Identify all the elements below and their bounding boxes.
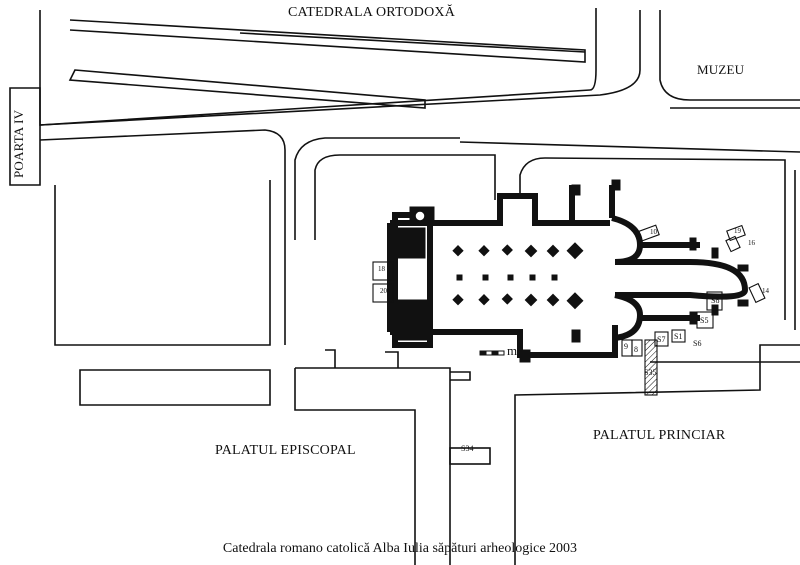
label-cathedral-orthodox: CATEDRALA ORTODOXĂ: [288, 5, 456, 20]
middle-road-right: [314, 154, 496, 240]
trench-label-8: 8: [634, 345, 638, 354]
episcopal-annex: [450, 371, 471, 381]
cathedral-choir-n: [615, 259, 748, 291]
left-block: [54, 180, 271, 346]
scale-unit: m: [507, 343, 518, 358]
trench-s7: [654, 331, 669, 347]
street-outline-top: [39, 8, 597, 126]
left-street: [39, 129, 286, 345]
trench-s10: [638, 224, 660, 242]
street-outline-row2: [239, 32, 586, 53]
tower-stair: [414, 210, 426, 222]
trench-8: [631, 339, 643, 357]
cathedral-choir-s: [615, 288, 748, 300]
scale-bar: [479, 350, 505, 356]
trench-s16: [725, 235, 741, 253]
trench-s34: [449, 447, 491, 465]
episcopal-stub2: [385, 351, 399, 368]
choir-buttresses: [519, 179, 749, 363]
label-museum: MUZEU: [697, 62, 745, 77]
episcopal-main: [295, 367, 451, 565]
trench-label-19: 19: [734, 227, 741, 235]
trench-s8: [706, 291, 723, 311]
north-west-block: [394, 227, 426, 259]
trench-label-s6: S6: [693, 339, 702, 348]
episcopal-stub: [325, 349, 336, 368]
trench-label-9: 9: [624, 342, 628, 351]
right-road: [519, 157, 786, 320]
trench-s5: [696, 311, 714, 329]
middle-road-left: [294, 137, 460, 240]
museum-block: [659, 10, 800, 101]
trench-s18: [372, 261, 394, 281]
street-outline-row1: [69, 19, 586, 63]
trench-label-s7: S7: [657, 335, 666, 344]
cathedral-transept-apse-n: [611, 215, 644, 265]
trench-label-s5: S5: [700, 316, 709, 325]
cathedral-transept-apse-s: [614, 292, 644, 341]
south-tower: [394, 299, 431, 341]
trench-s1: [671, 329, 686, 343]
trench-label-18: 18: [378, 265, 385, 273]
trench-s35: [644, 339, 658, 396]
street-outline-row4: [39, 10, 641, 126]
princely-palace-outline: [514, 344, 800, 565]
nave-pillars: [452, 242, 584, 310]
episcopal-wing: [79, 369, 271, 406]
trench-label-s1: S1: [674, 332, 683, 341]
trench-s19: [726, 224, 746, 242]
trench-label-s34: S34: [461, 444, 474, 453]
map-caption: Catedrala romano catolică Alba Iulia săp…: [222, 541, 578, 556]
episcopal-inner: [294, 368, 416, 565]
trench-s14: [748, 282, 766, 304]
label-princely-palace: PALATUL PRINCIAR: [593, 428, 726, 443]
trench-label-20: 20: [380, 287, 387, 295]
street-outline-row3: [68, 69, 426, 109]
label-gate-iv: POARTA IV: [11, 109, 26, 178]
cathedral-north-wall: [390, 193, 610, 226]
trench-label-14: 14: [762, 287, 769, 295]
trench-label-s35: S35: [644, 368, 657, 377]
label-episcopal-palace: PALATUL EPISCOPAL: [215, 443, 356, 458]
middle-road-top: [459, 141, 800, 153]
trench-label-s8: S8: [711, 296, 720, 305]
trench-label-16: 16: [748, 239, 755, 247]
gate-iv-outline: [9, 87, 41, 186]
cathedral-plan: [387, 179, 749, 363]
trench-label-10: 10: [650, 228, 657, 236]
trench-s20: [372, 283, 394, 303]
